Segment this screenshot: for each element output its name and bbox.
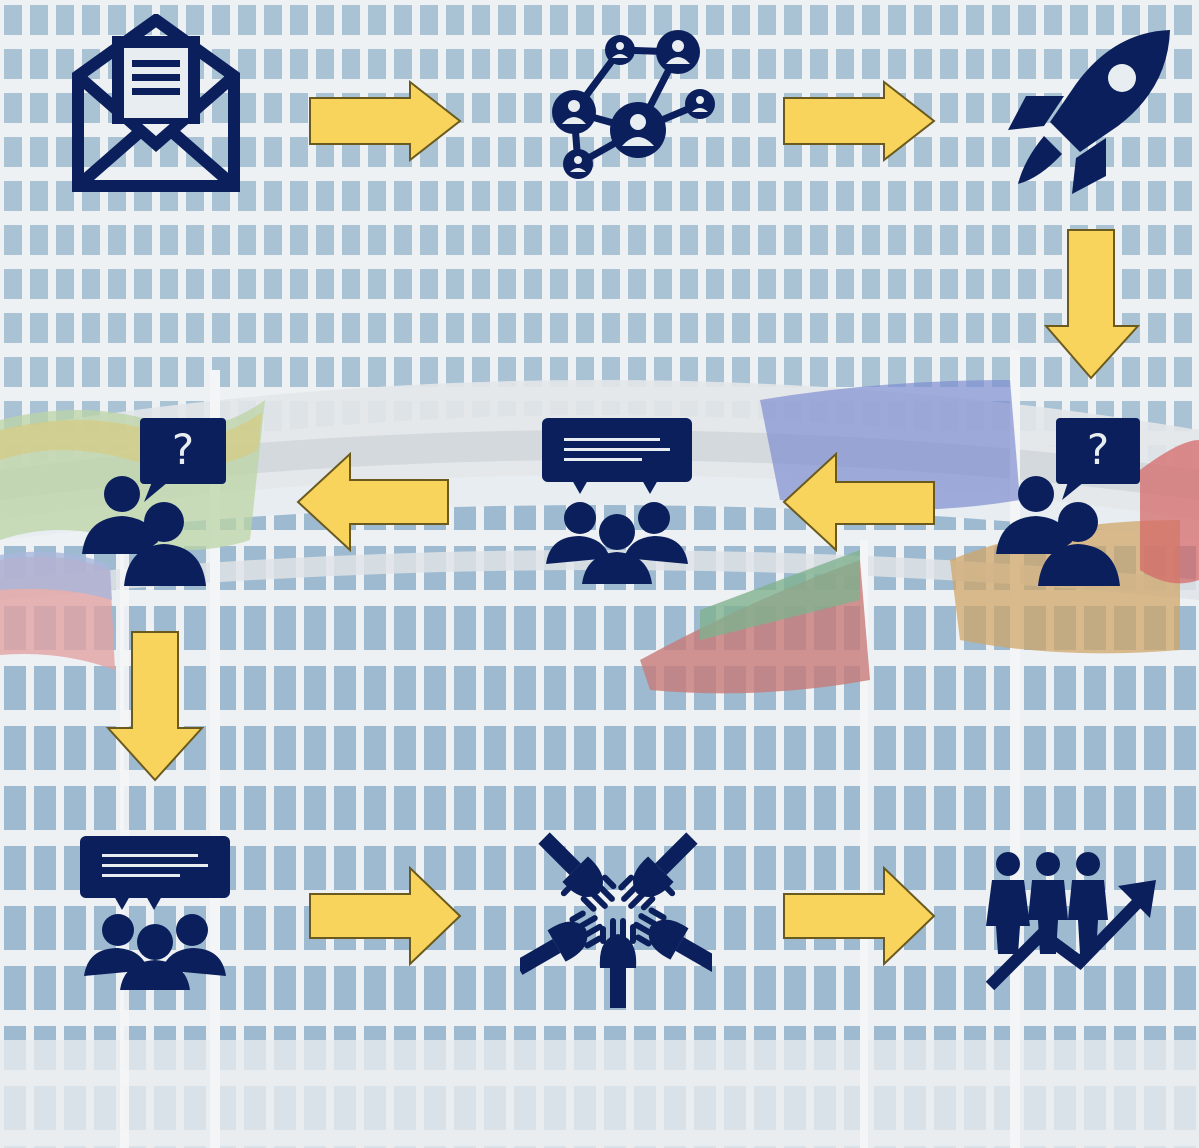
people-growth-icon — [985, 852, 1156, 991]
people-question-icon: ? — [996, 418, 1140, 586]
arrow-left-1 — [782, 452, 935, 552]
rocket-icon — [1008, 30, 1170, 194]
arrow-right-2 — [783, 80, 936, 162]
arrow-right-4 — [783, 866, 936, 966]
arrow-down-2 — [106, 631, 204, 782]
arrow-right-1 — [309, 80, 462, 162]
hands-together-icon — [520, 832, 712, 1008]
svg-text:?: ? — [1087, 425, 1109, 474]
arrow-left-2 — [296, 452, 449, 552]
open-envelope-icon — [72, 14, 240, 192]
people-question-icon-2: ? — [82, 418, 226, 586]
arrow-down-1 — [1044, 229, 1140, 380]
people-network-icon — [552, 30, 715, 179]
arrow-right-3 — [309, 866, 462, 966]
group-discussion-icon-2 — [80, 836, 230, 990]
group-discussion-icon — [542, 418, 692, 584]
svg-text:?: ? — [172, 425, 194, 474]
